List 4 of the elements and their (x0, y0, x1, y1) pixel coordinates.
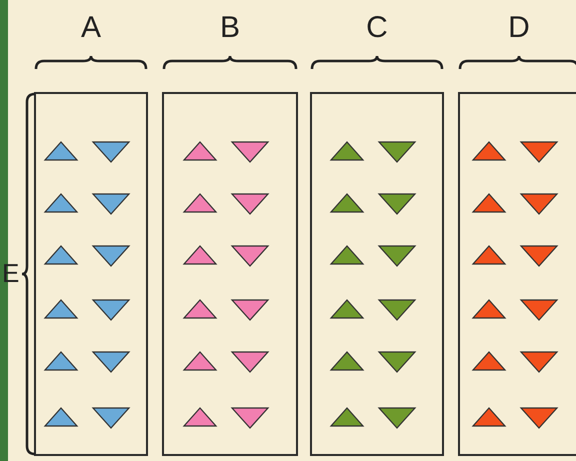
column-letter: D (507, 12, 531, 44)
column-letter: C (365, 12, 389, 44)
column-letter: B (218, 12, 241, 44)
column-letter: A (80, 12, 102, 44)
